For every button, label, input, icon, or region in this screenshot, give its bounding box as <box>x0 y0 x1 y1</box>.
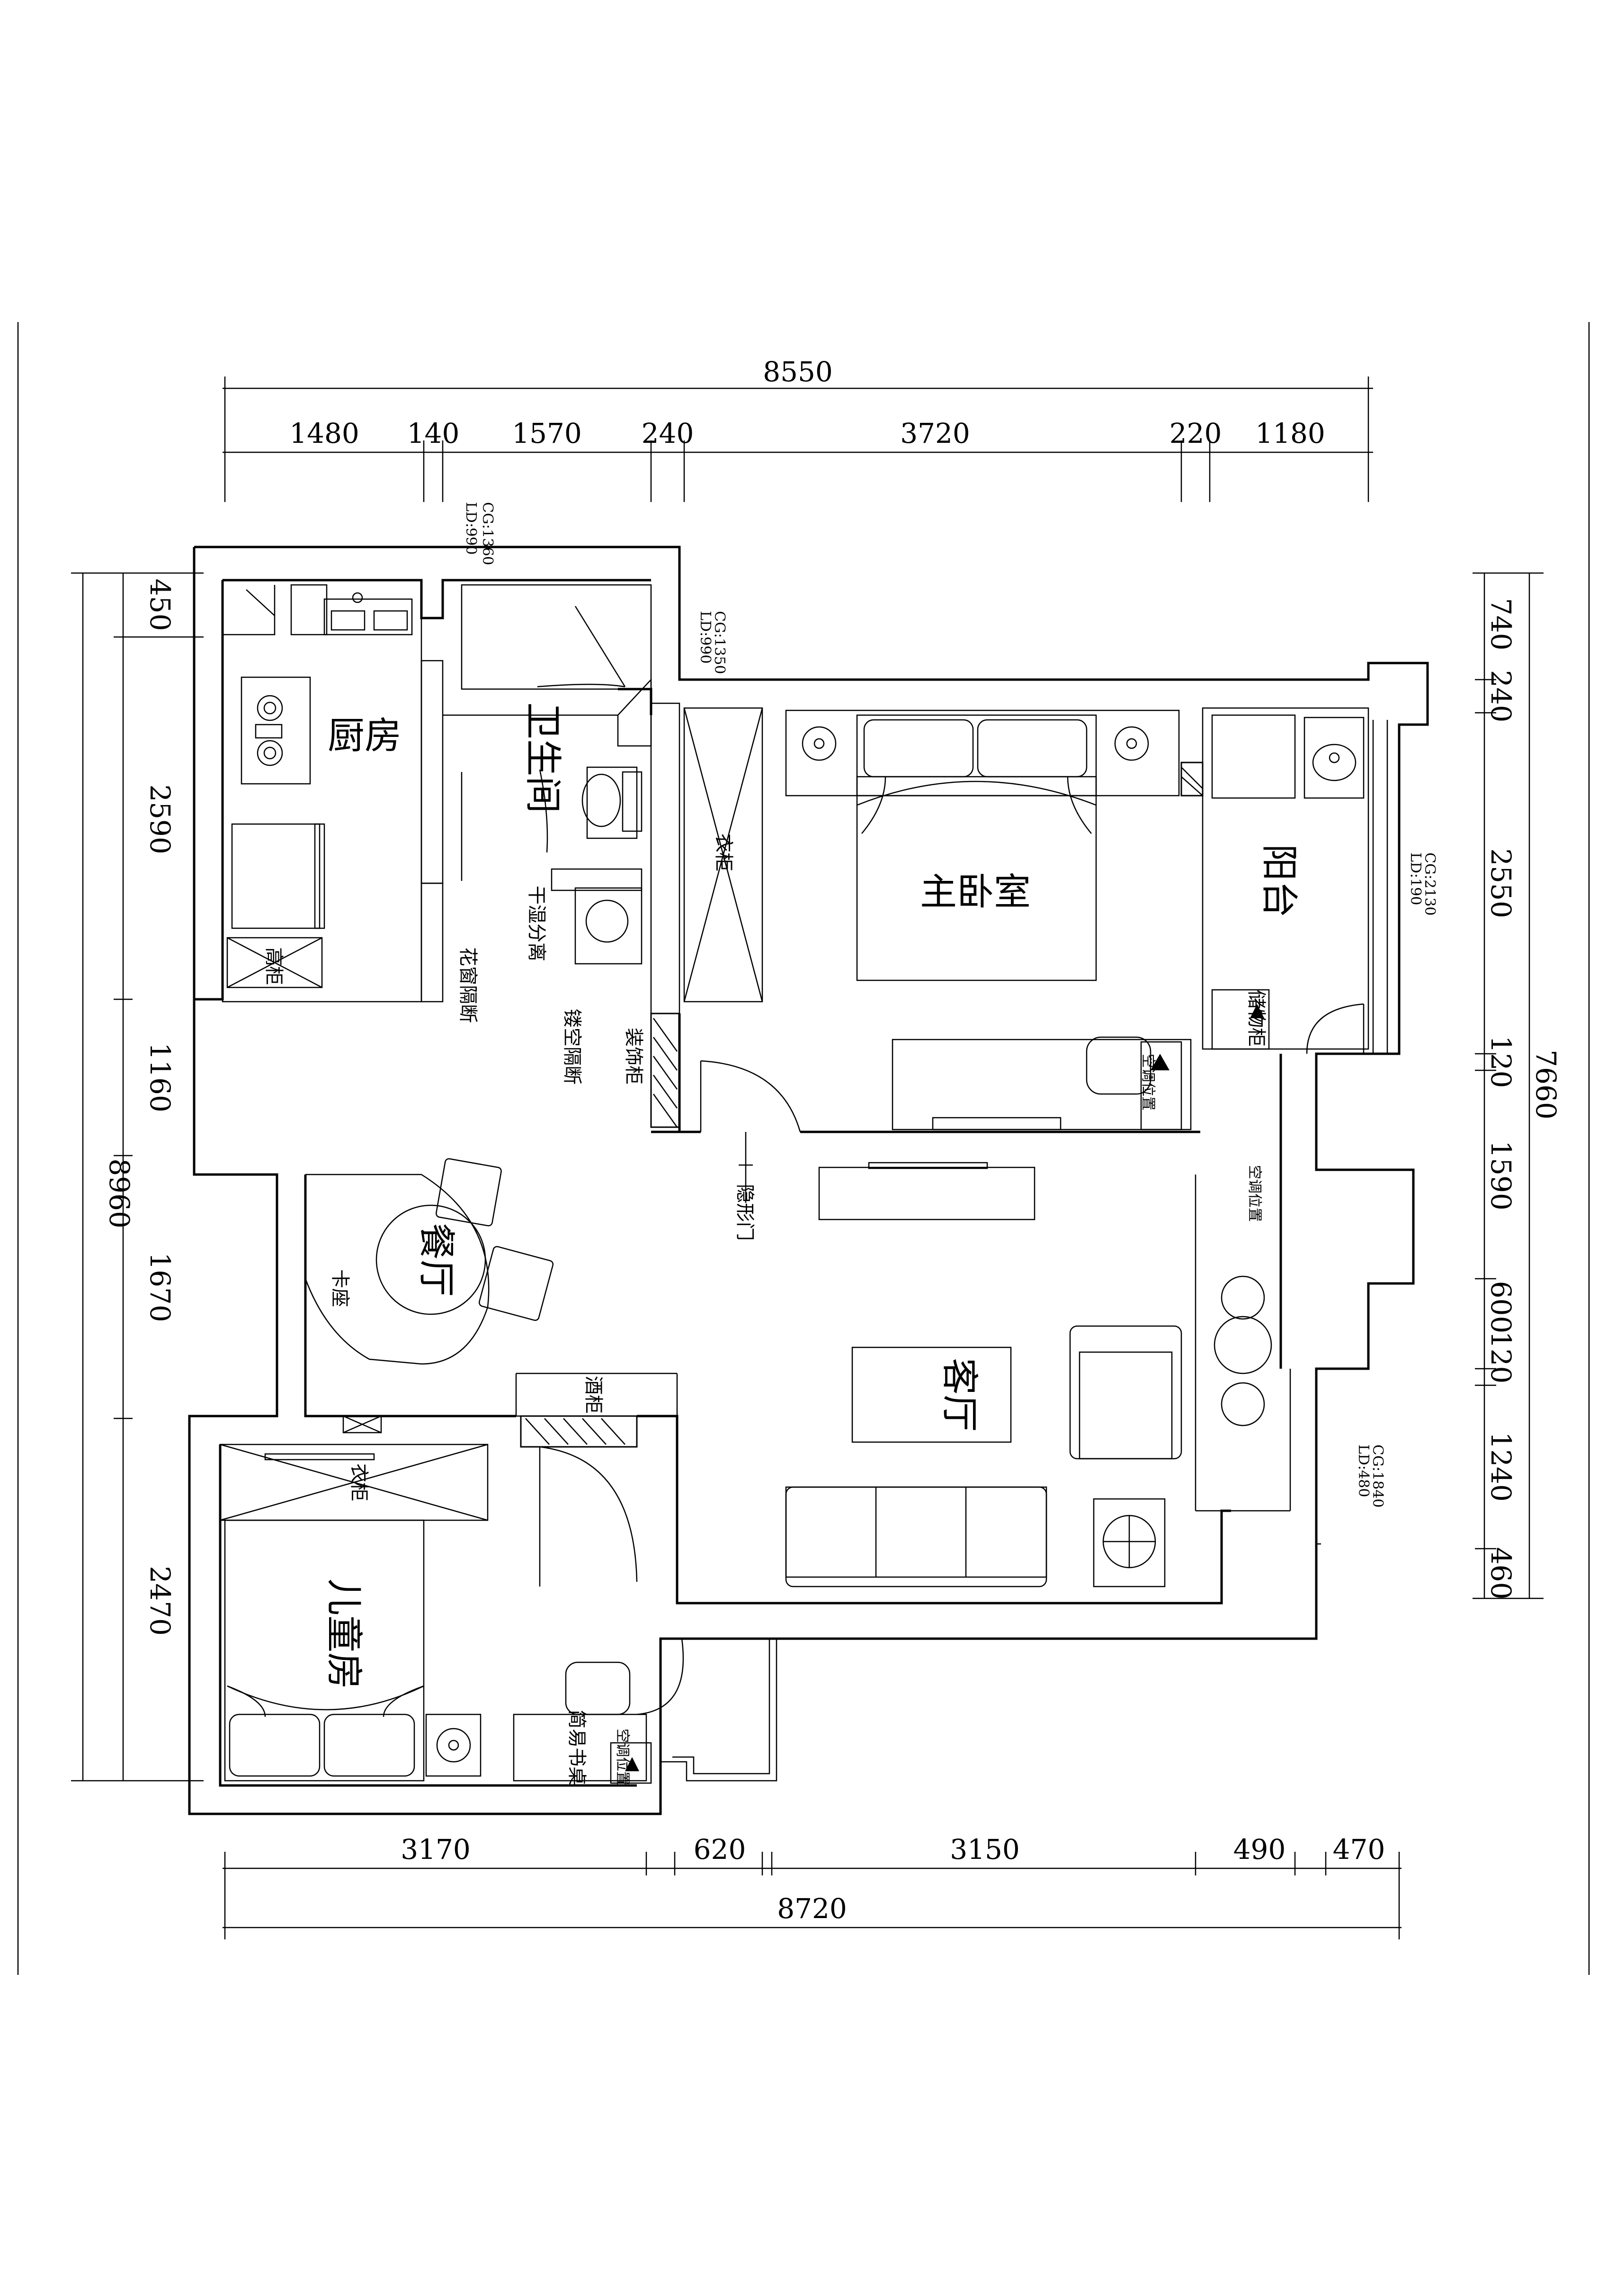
dim-top-2: 140 <box>407 417 460 449</box>
label-ac-kids: 空调位置 <box>614 1729 631 1785</box>
dim-top-6: 220 <box>1170 417 1222 449</box>
room-label-kids-room: 儿童房 <box>322 1578 365 1689</box>
bottom-dimensions: 3170 620 3150 490 470 8720 <box>223 1833 1402 1939</box>
bath-window-ld: LD:990 <box>697 611 714 664</box>
room-label-balcony: 阳台 <box>1258 844 1300 918</box>
room-label-master-bedroom: 主卧室 <box>920 871 1031 914</box>
label-flower-partition: 花窗隔断 <box>457 947 479 1023</box>
nightstand-lamp-icon <box>802 726 837 761</box>
dim-left-2: 2590 <box>144 784 176 854</box>
living-window-cg: CG:1840 <box>1369 1444 1386 1507</box>
room-label-bathroom: 卫生间 <box>521 702 564 813</box>
label-sliding-door: 隐形门 <box>734 1184 756 1241</box>
label-decor-cabinet: 装饰柜 <box>623 1028 644 1085</box>
room-label-living: 客厅 <box>938 1358 981 1432</box>
dim-left-3: 1160 <box>144 1042 176 1112</box>
dim-bottom-1: 3170 <box>401 1833 471 1866</box>
ac-arrow-kids-icon <box>625 1757 639 1771</box>
dim-right-1: 740 <box>1485 598 1517 651</box>
ac-arrow-balcony-icon <box>1250 1004 1264 1018</box>
living-window-ld: LD:480 <box>1355 1444 1372 1497</box>
master-bedroom: 主卧室 衣柜 装饰柜 镂空隔断 空调位置 <box>561 678 1204 1133</box>
dim-bottom-2: 620 <box>694 1833 746 1866</box>
label-ac-living: 空调位置 <box>1246 1165 1263 1222</box>
dim-top-5: 3720 <box>900 417 970 449</box>
dim-top-3: 1570 <box>512 417 582 449</box>
balcony: 阳台 储物柜 CG:2130 LD:190 <box>1202 707 1438 1054</box>
ac-arrow-icon <box>1151 1054 1170 1070</box>
kids-room: 儿童房 衣柜 简易书桌 空调位置 <box>219 1415 777 1785</box>
dim-right-8: 1240 <box>1485 1432 1517 1502</box>
label-wardrobe-kids: 衣柜 <box>348 1463 370 1501</box>
dim-right-6: 600 <box>1485 1281 1517 1334</box>
kitchen-window-ld: LD:990 <box>463 502 479 555</box>
label-tall-cabinet: 高柜 <box>263 947 285 985</box>
label-ac-master: 空调位置 <box>1140 1054 1156 1111</box>
dim-bottom-3: 3150 <box>950 1833 1020 1866</box>
top-dimensions: 8550 1480 140 1570 240 3720 220 1180 <box>223 356 1373 502</box>
dim-left-total: 8960 <box>103 1158 135 1229</box>
room-label-dining: 餐厅 <box>415 1223 457 1297</box>
dim-left-4: 1670 <box>144 1252 176 1322</box>
dim-right-4: 120 <box>1485 1036 1517 1088</box>
label-booth-seat: 卡座 <box>329 1269 351 1307</box>
living-room: 客厅 酒柜 隐形门 空调位置 CG:1840 LD:480 <box>515 1132 1386 1587</box>
label-simple-desk: 简易书桌 <box>566 1710 588 1785</box>
label-wine-cabinet: 酒柜 <box>582 1376 604 1414</box>
balcony-window-ld: LD:190 <box>1407 852 1424 905</box>
dim-bottom-total: 8720 <box>777 1892 847 1925</box>
label-storage-cabinet: 储物柜 <box>1245 990 1267 1047</box>
dim-right-7: 120 <box>1485 1331 1517 1384</box>
dim-bottom-5: 470 <box>1333 1833 1385 1866</box>
dim-right-total: 7660 <box>1530 1049 1562 1120</box>
stove-burner-icon <box>257 695 283 721</box>
bath-window-cg: CG:1350 <box>711 611 728 674</box>
label-hollow-partition: 镂空隔断 <box>561 1009 583 1085</box>
dim-left-5: 2470 <box>144 1566 176 1636</box>
dim-right-3: 2550 <box>1485 848 1517 918</box>
dim-top-4: 240 <box>642 417 694 449</box>
dim-bottom-4: 490 <box>1233 1833 1286 1866</box>
dim-right-5: 1590 <box>1485 1140 1517 1211</box>
room-label-kitchen: 厨房 <box>328 715 402 757</box>
dim-top-total: 8550 <box>763 356 833 388</box>
dim-top-7: 1180 <box>1255 417 1325 449</box>
right-dimensions: 740 240 2550 120 1590 600 120 1240 460 7… <box>1473 572 1562 1600</box>
balcony-window-cg: CG:2130 <box>1421 852 1438 915</box>
label-wardrobe-master: 衣柜 <box>713 834 734 871</box>
kitchen: 厨房 高柜 CG:1360 LD:990 <box>222 502 496 1003</box>
bathroom: 卫生间 干湿分离 花窗隔断 CG:1350 LD:990 <box>443 584 728 1023</box>
dim-left-1: 450 <box>144 579 176 631</box>
dim-right-2: 240 <box>1485 670 1517 723</box>
left-dimensions: 450 2590 1160 1670 2470 8960 <box>71 572 204 1782</box>
label-dry-wet-separation: 干湿分离 <box>526 886 547 961</box>
dim-top-1: 1480 <box>289 417 359 449</box>
dim-right-9: 460 <box>1485 1547 1517 1600</box>
dining: 餐厅 卡座 <box>304 1158 554 1434</box>
kitchen-window-cg: CG:1360 <box>479 502 496 565</box>
